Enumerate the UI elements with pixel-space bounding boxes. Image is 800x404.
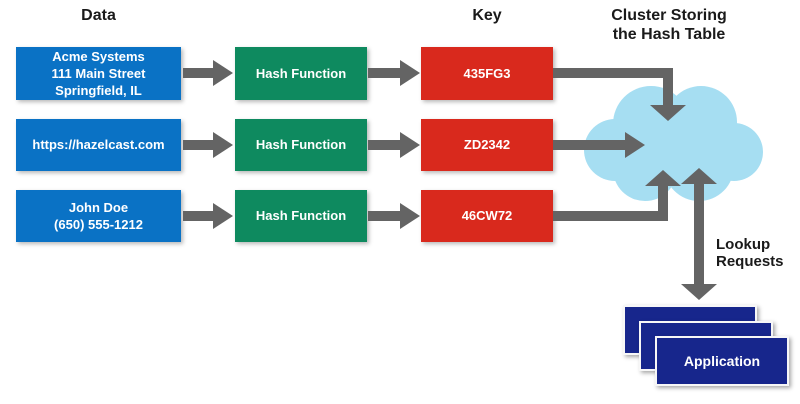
key-box-3: 46CW72: [421, 190, 553, 242]
arrowhead-down-icon: [681, 284, 717, 300]
arrowhead-up-icon: [645, 170, 681, 186]
arrow-shaft: [183, 211, 213, 221]
data-box-url: https://hazelcast.com: [16, 119, 181, 171]
arrow-shaft: [183, 68, 213, 78]
column-header-cluster: Cluster Storing the Hash Table: [611, 7, 727, 44]
hash-function-box-1: Hash Function: [235, 47, 367, 100]
arrow-shaft: [663, 68, 673, 105]
hash-function-box-2: Hash Function: [235, 119, 367, 171]
key-box-1: 435FG3: [421, 47, 553, 100]
arrow-shaft: [368, 140, 400, 150]
arrow-shaft: [694, 184, 704, 284]
arrowhead-right-icon: [213, 203, 233, 229]
arrow-shaft: [553, 211, 668, 221]
hash-function-box-3: Hash Function: [235, 190, 367, 242]
arrowhead-right-icon: [400, 132, 420, 158]
arrowhead-right-icon: [400, 60, 420, 86]
arrow-shaft: [553, 68, 673, 78]
arrowhead-right-icon: [625, 132, 645, 158]
arrowhead-down-icon: [650, 105, 686, 121]
column-header-data: Data: [81, 7, 116, 24]
data-box-person: John Doe (650) 555-1212: [16, 190, 181, 242]
arrowhead-right-icon: [400, 203, 420, 229]
arrowhead-right-icon: [213, 60, 233, 86]
arrowhead-up-icon: [681, 168, 717, 184]
arrow-shaft: [553, 140, 625, 150]
data-box-acme: Acme Systems 111 Main Street Springfield…: [16, 47, 181, 100]
arrow-shaft: [183, 140, 213, 150]
application-box-front: Application: [655, 336, 789, 386]
arrow-shaft: [658, 186, 668, 221]
arrowhead-right-icon: [213, 132, 233, 158]
lookup-requests-label: Lookup Requests: [716, 236, 784, 271]
arrow-shaft: [368, 68, 400, 78]
application-label: Application: [683, 353, 761, 369]
key-box-2: ZD2342: [421, 119, 553, 171]
column-header-key: Key: [472, 7, 502, 24]
arrow-shaft: [368, 211, 400, 221]
